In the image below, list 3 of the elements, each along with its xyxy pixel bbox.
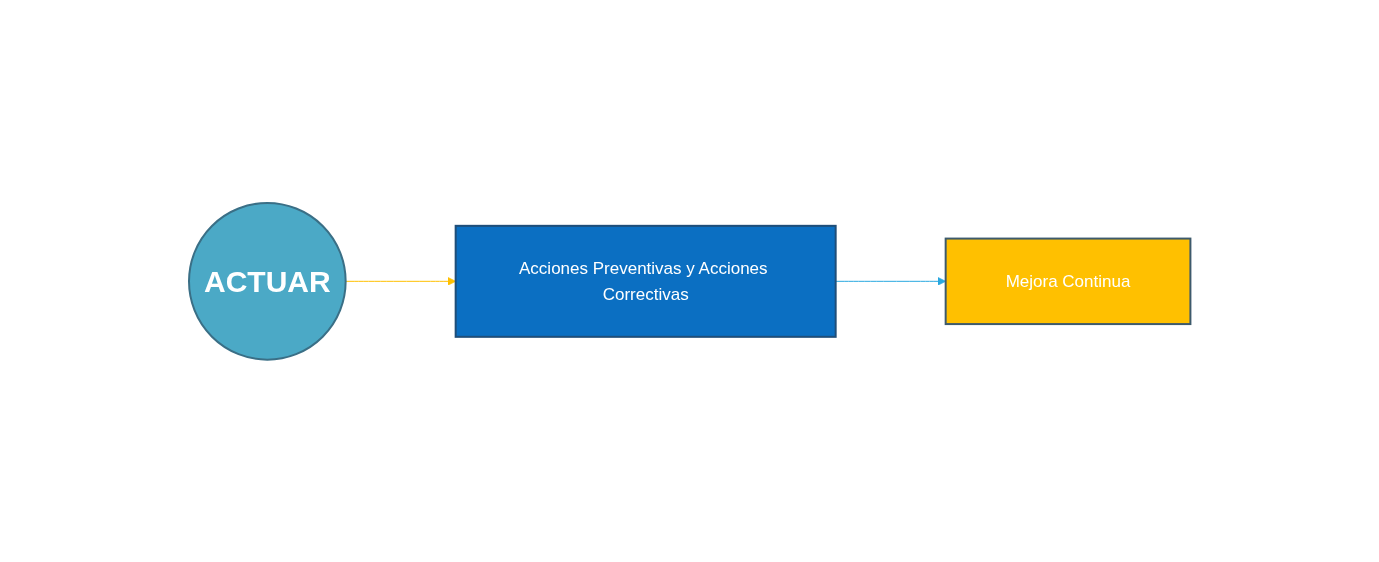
node-box: Acciones Preventivas y Acciones Correctivas	[454, 224, 837, 338]
node-box: Mejora Continua	[944, 237, 1192, 325]
node-circle: ACTUAR	[187, 201, 347, 361]
